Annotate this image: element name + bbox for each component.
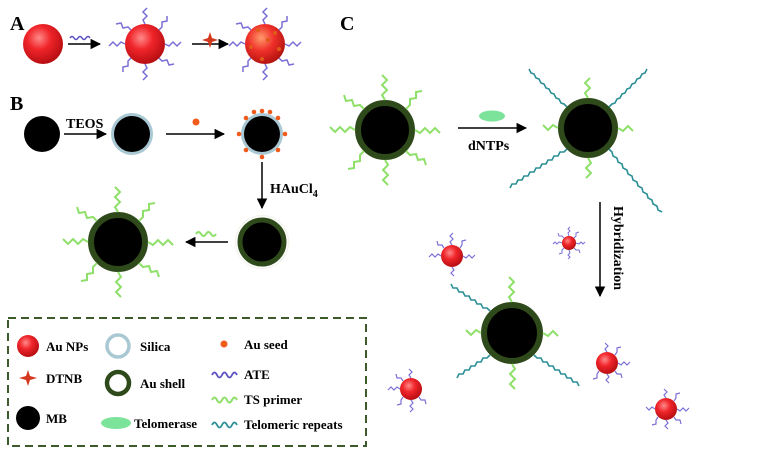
step-dntps: dNTPs — [468, 139, 510, 154]
legend-silica: Silica — [140, 339, 171, 354]
telomerase-icon — [479, 110, 505, 122]
au-np-icon — [23, 24, 63, 64]
legend-au-np-icon — [17, 335, 39, 357]
legend-au-seed: Au seed — [244, 337, 288, 352]
bound-au-np-1 — [428, 232, 476, 277]
step-hybridization: Hybridization — [610, 206, 625, 290]
legend-telomerase-icon — [101, 417, 131, 429]
legend-ate-icon — [211, 371, 238, 379]
panel-label-c: C — [340, 13, 354, 35]
mb-au-shell-ts-primer-b — [62, 186, 174, 298]
dtnb-icon — [202, 32, 218, 48]
au-seed-icon — [192, 118, 200, 126]
legend-telomeric-repeats-icon — [211, 421, 238, 429]
mb-au-shell-ts-primer-c — [329, 74, 441, 186]
bound-au-np-4 — [645, 388, 690, 430]
au-np-ate — [108, 7, 182, 81]
legend-ate: ATE — [244, 367, 270, 382]
hybridized-complex — [387, 232, 690, 430]
legend-au-shell-icon — [104, 369, 132, 397]
mb-au-shell-b — [234, 214, 290, 270]
panel-label-a: A — [10, 13, 25, 35]
ts-primer-icon — [195, 231, 217, 237]
au-np-ate-probe — [552, 226, 586, 260]
legend-dtnb: DTNB — [46, 371, 82, 386]
panel-label-b: B — [10, 93, 23, 115]
legend-mb: MB — [46, 411, 67, 426]
step-haucl4: HAuCl4 — [270, 182, 318, 200]
legend-au-nps: Au NPs — [46, 339, 88, 354]
step-teos: TEOS — [66, 117, 104, 132]
mb-icon — [24, 116, 60, 152]
legend-dtnb-icon — [19, 370, 37, 386]
mb-silica-seeded — [236, 108, 288, 160]
legend-box — [7, 317, 367, 447]
legend-telomerase: Telomerase — [134, 416, 197, 431]
legend-ts-primer: TS primer — [244, 392, 302, 407]
legend-ts-primer-icon — [211, 396, 238, 404]
au-np-ate-dtnb — [228, 7, 302, 81]
bound-au-np-2 — [387, 368, 427, 413]
legend-au-seed-icon — [220, 340, 228, 348]
bound-au-np-3 — [592, 342, 631, 384]
mb-au-shell-extended — [509, 68, 663, 213]
legend-mb-icon — [16, 406, 40, 430]
ate-icon — [69, 35, 91, 41]
legend-telomeric-repeats: Telomeric repeats — [244, 417, 343, 432]
mb-silica — [111, 113, 153, 155]
legend-silica-icon — [105, 333, 131, 359]
legend-au-shell: Au shell — [140, 376, 186, 391]
